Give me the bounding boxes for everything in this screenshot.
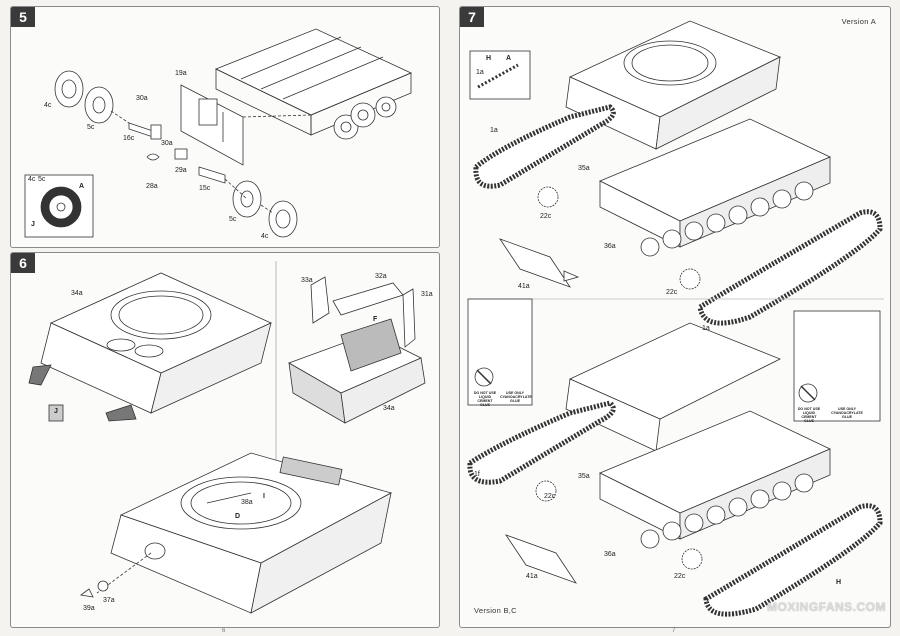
inset-label-4c: 4c	[28, 176, 36, 183]
version-a-label: Version A	[841, 17, 876, 26]
warning-use-cyanoacrylate: USE ONLY CYANOACRYLATE GLUE	[500, 391, 532, 403]
warning-no-liquid-cement-2: DO NOT USE LIQUID CEMENT GLUE	[797, 407, 821, 423]
label-1f: 1f	[474, 471, 480, 478]
label-30a-top: 30a	[136, 95, 148, 102]
label-19a: 19a	[175, 70, 187, 77]
label-22c: 22c	[540, 213, 552, 220]
label-35a: 35a	[578, 165, 590, 172]
inset-label-5c: 5c	[38, 176, 46, 183]
step-7-panel: 7 Version A	[459, 6, 891, 628]
label-34a: 34a	[71, 290, 83, 297]
label-33a: 33a	[301, 277, 313, 284]
warning-use-cyanoacrylate-2: USE ONLY CYANOACRYLATE GLUE	[831, 407, 863, 419]
label-22c-d: 22c	[674, 573, 686, 580]
step-5-drawing	[24, 28, 412, 238]
step-6-badge: 6	[11, 253, 35, 273]
step-7-drawing	[467, 20, 884, 617]
label-39a: 39a	[83, 605, 95, 612]
page-number-left: 6	[222, 628, 226, 634]
marker-f: F	[373, 316, 378, 323]
label-4c-b: 4c	[261, 233, 269, 240]
label-4c: 4c	[44, 102, 52, 109]
step-5-panel: 5	[10, 6, 440, 248]
label-41a: 41a	[518, 283, 530, 290]
label-31a: 31a	[421, 291, 433, 298]
label-38a: 38a	[241, 499, 253, 506]
step-5-badge: 5	[11, 7, 35, 27]
label-5c-b: 5c	[229, 216, 237, 223]
label-29a: 29a	[175, 167, 187, 174]
marker-i: I	[263, 493, 265, 500]
label-1a: 1a	[476, 69, 484, 76]
marker-h: H	[486, 55, 492, 62]
label-36a: 36a	[604, 243, 616, 250]
label-30a-bottom: 30a	[161, 140, 173, 147]
marker-a: A	[506, 55, 512, 62]
label-1a-c: 1a	[702, 325, 710, 332]
inset-marker-a: A	[79, 183, 85, 190]
label-37a: 37a	[103, 597, 115, 604]
label-28a: 28a	[146, 183, 158, 190]
step-7-badge: 7	[460, 7, 484, 27]
label-5c: 5c	[87, 124, 95, 131]
label-15c: 15c	[199, 185, 211, 192]
warning-no-liquid-cement: DO NOT USE LIQUID CEMENT GLUE	[473, 391, 497, 407]
label-16c: 16c	[123, 135, 135, 142]
label-41a-b: 41a	[526, 573, 538, 580]
step-6-drawing	[28, 261, 426, 614]
label-32a: 32a	[375, 273, 387, 280]
label-34a-b: 34a	[383, 405, 395, 412]
marker-j: J	[54, 408, 58, 415]
version-bc-label: Version B,C	[474, 606, 517, 615]
marker-d: D	[235, 513, 241, 520]
label-1a-b: 1a	[490, 127, 498, 134]
step-6-panel: 6	[10, 252, 440, 628]
marker-h-2: H	[836, 579, 842, 586]
label-36a-b: 36a	[604, 551, 616, 558]
label-35a-b: 35a	[578, 473, 590, 480]
label-22c-b: 22c	[666, 289, 678, 296]
label-22c-c: 22c	[544, 493, 556, 500]
page-number-right: 7	[672, 628, 676, 634]
watermark-logo: MOXINGFANS.COM	[766, 600, 886, 614]
inset-marker-j: J	[31, 221, 35, 228]
